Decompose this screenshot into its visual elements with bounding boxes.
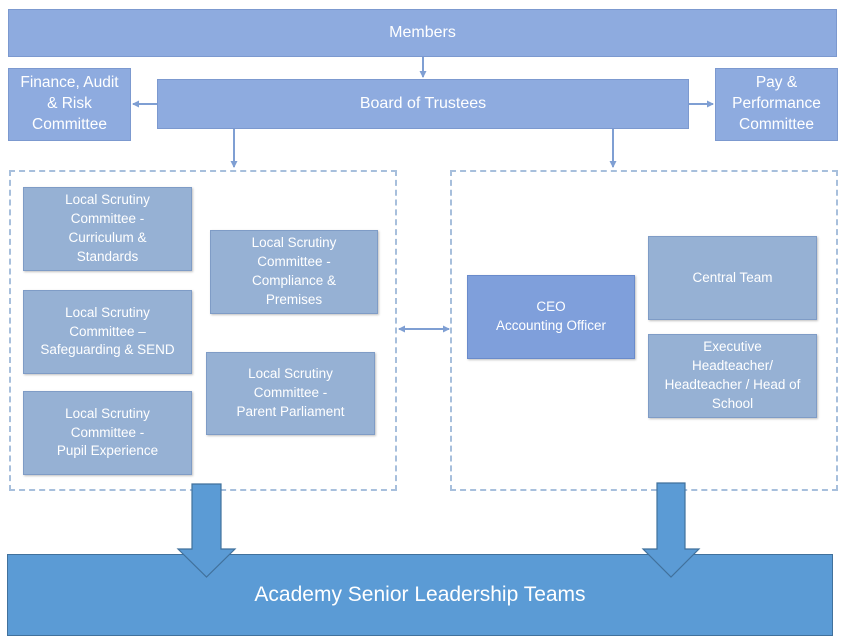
finance-audit-risk-committee-box: Finance, Audit & Risk Committee xyxy=(8,68,131,141)
lsc-compliance-label: Local Scrutiny Committee - Compliance & … xyxy=(251,235,337,307)
academy-slt-bar: Academy Senior Leadership Teams xyxy=(7,554,833,636)
central-team-label: Central Team xyxy=(692,269,773,285)
lsc-parent-label: Local Scrutiny Committee - Parent Parlia… xyxy=(236,366,345,419)
lsc-pupil-experience: Local Scrutiny Committee - Pupil Experie… xyxy=(23,391,192,475)
local-group-down-arrow xyxy=(176,483,237,578)
executive-group-down-arrow xyxy=(641,482,701,578)
lsc-parent-parliament: Local Scrutiny Committee - Parent Parlia… xyxy=(206,352,375,435)
lsc-compliance-premises: Local Scrutiny Committee - Compliance & … xyxy=(210,230,378,314)
academy-slt-label: Academy Senior Leadership Teams xyxy=(254,583,586,607)
ceo-accounting-officer-box: CEO Accounting Officer xyxy=(467,275,635,359)
lsc-curriculum-standards: Local Scrutiny Committee - Curriculum & … xyxy=(23,187,192,271)
lsc-pupil-label: Local Scrutiny Committee - Pupil Experie… xyxy=(56,405,159,459)
board-of-trustees-box: Board of Trustees xyxy=(157,79,689,129)
executive-group xyxy=(450,170,838,491)
finance-committee-label: Finance, Audit & Risk Committee xyxy=(20,74,119,133)
pay-committee-label: Pay & Performance Committee xyxy=(732,74,821,133)
lsc-safeguarding-send: Local Scrutiny Committee – Safeguarding … xyxy=(23,290,192,374)
executive-headteacher-box: Executive Headteacher/ Headteacher / Hea… xyxy=(648,334,817,418)
board-label: Board of Trustees xyxy=(359,94,487,112)
ceo-label: CEO Accounting Officer xyxy=(495,299,607,333)
pay-performance-committee-box: Pay & Performance Committee xyxy=(715,68,838,141)
members-label: Members xyxy=(389,23,456,41)
lsc-safeguarding-label: Local Scrutiny Committee – Safeguarding … xyxy=(40,304,175,358)
lsc-curriculum-label: Local Scrutiny Committee - Curriculum & … xyxy=(65,192,150,264)
executive-label: Executive Headteacher/ Headteacher / Hea… xyxy=(664,339,801,411)
central-team-box: Central Team xyxy=(648,236,817,320)
members-box: Members xyxy=(8,9,837,57)
